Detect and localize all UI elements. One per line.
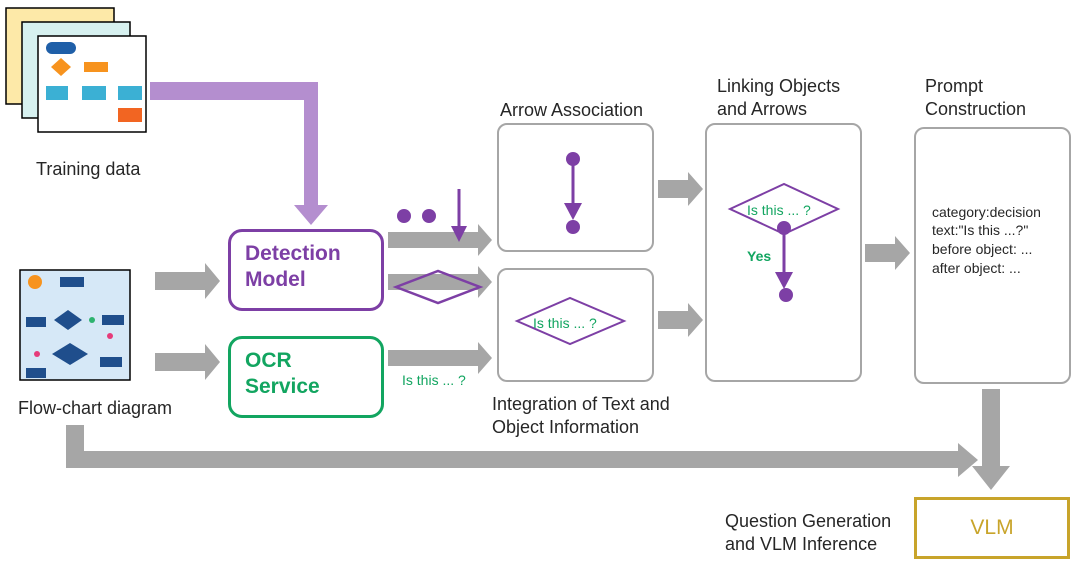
arrow-ocr-to-integration (388, 342, 492, 374)
prompt-line: text:"Is this ...?" (932, 222, 1029, 238)
linking-title: Linking Objects and Arrows (717, 76, 841, 119)
arrow-down-icon (451, 226, 467, 242)
detection-model-box: Detection Model (228, 229, 384, 311)
ocr-service-box: OCR Service (228, 336, 384, 418)
ocr-output-text: Is this ... ? (402, 372, 466, 388)
arrow-down-icon (564, 203, 582, 220)
arrow-detection-to-integration (388, 266, 492, 298)
arrow-flowchart-to-ocr (155, 344, 220, 380)
integration-diamond-icon (514, 296, 627, 346)
arrow-association-title: Arrow Association (500, 100, 644, 120)
dot-icon (397, 209, 411, 223)
training-data-stack (5, 7, 147, 133)
training-to-detection-arrow (150, 82, 328, 225)
linking-diagram-icon (727, 182, 841, 302)
diamond-icon (392, 269, 484, 305)
dot-icon (422, 209, 436, 223)
vlm-box: VLM (914, 497, 1070, 559)
flowchart-diagram-label: Flow-chart diagram (18, 398, 173, 418)
detection-output-icons (392, 189, 484, 305)
arrow-flowchart-to-vlm (66, 425, 978, 477)
arrow-down-icon (775, 272, 793, 289)
linking-diamond-text: Is this ... ? (747, 202, 811, 218)
arrow-flowchart-to-detection (155, 263, 220, 299)
gray-arrows (66, 172, 1010, 490)
training-data-label: Training data (36, 159, 141, 179)
question-generation-title: Question Generation and VLM Inference (725, 511, 892, 554)
arrow-linking-to-prompt (865, 236, 910, 270)
prompt-construction-box (914, 127, 1071, 384)
arrow-prompt-to-vlm (972, 389, 1010, 490)
linking-yes-text: Yes (747, 248, 772, 264)
arrow-assoc-icon (564, 152, 582, 234)
integration-box (497, 268, 654, 382)
prompt-line: category:decision (932, 204, 1041, 220)
arrow-arrowassoc-to-linking (658, 172, 703, 206)
prompt-line: after object: ... (932, 260, 1021, 276)
arrow-integration-to-linking (658, 303, 703, 337)
arrow-detection-to-arrowassoc (388, 224, 492, 256)
integration-title: Integration of Text and Object Informati… (492, 394, 670, 437)
integration-diamond-text: Is this ... ? (533, 315, 597, 331)
prompt-construction-title: Prompt Construction (925, 76, 1027, 119)
prompt-line: before object: ... (932, 241, 1033, 257)
flowchart-thumbnail (19, 269, 131, 381)
